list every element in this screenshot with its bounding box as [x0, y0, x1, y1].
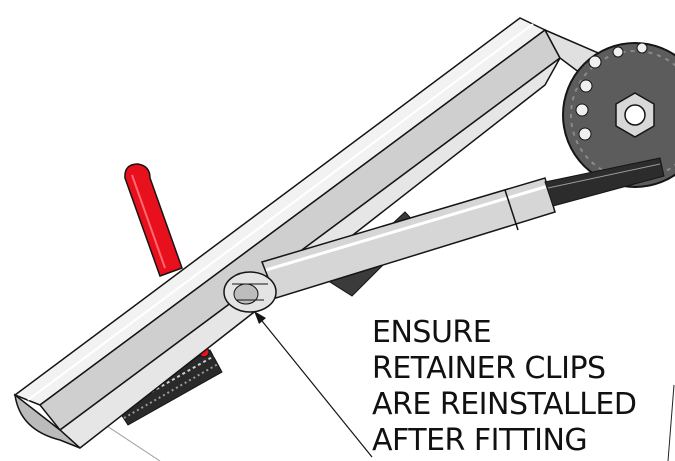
callout-note: ENSURE RETAINER CLIPS ARE REINSTALLED AF… — [372, 315, 672, 459]
red-handle-lever — [124, 163, 183, 277]
callout-line-3: ARE REINSTALLED — [372, 387, 637, 422]
callout-line-4: AFTER FITTING — [372, 423, 588, 458]
rod-end-ball-joint — [223, 271, 277, 313]
leader-arrowhead — [254, 311, 266, 324]
gas-strut — [261, 157, 665, 299]
callout-line-1: ENSURE — [372, 315, 492, 350]
right-guide-line — [667, 384, 675, 461]
leader-line — [257, 315, 373, 458]
callout-line-2: RETAINER CLIPS — [372, 351, 606, 386]
